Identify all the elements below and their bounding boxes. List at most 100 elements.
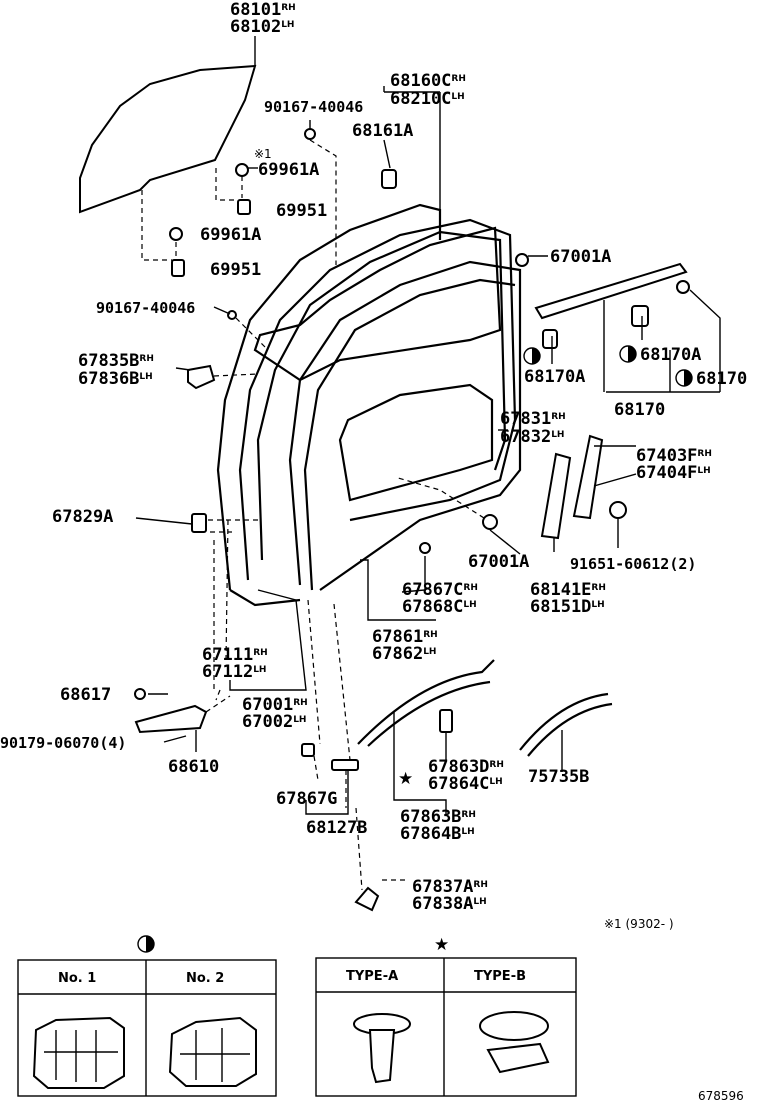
label-90167-top: 90167-40046 [264,98,363,116]
door-panel-inner [238,218,517,581]
star-symbol: ★ [398,769,413,789]
suffix-67863B: RH [461,810,475,820]
svg-text:67835BRH: 67835BRH [78,351,154,371]
table-col-no2: No. 2 [186,971,224,986]
svg-text:67863DRH: 67863DRH [428,757,504,777]
label-67001: 67001 [242,695,293,715]
suffix-67403F: RH [697,449,711,459]
suffix-68210C: LH [451,92,464,102]
rail-bracket-2 [542,329,558,349]
svg-text:67832LH: 67832LH [500,427,564,447]
label-90167-mid: 90167-40046 [96,299,195,317]
label-67863B: 67863B [400,807,461,827]
svg-text:68160CRH: 68160CRH [390,71,466,91]
suffix-67831: RH [551,412,565,422]
clip-69961-1 [235,163,249,177]
type-a-clip-stem [368,1029,396,1084]
svg-text:67111RH: 67111RH [202,645,268,665]
type-b-clip-head [479,1011,549,1041]
half-circle-fill-3 [684,370,692,386]
suffix-68101: RH [281,3,295,13]
label-69951-2: 69951 [210,260,261,280]
suffix-67868C: LH [463,600,476,610]
clip-no2-illustration [168,1016,257,1087]
label-67837A: 67837A [412,877,473,897]
label-68101: 68101 [230,0,281,20]
type-b-clip-base [486,1042,550,1074]
suffix-67832: LH [551,430,564,440]
roof-rail [534,262,688,320]
ref-note-1: ※1 [254,147,272,161]
label-67832: 67832 [500,427,551,447]
clip-68127B [331,759,359,771]
door-glass [79,64,257,214]
svg-text:67838ALH: 67838ALH [412,894,487,914]
label-68127B: 68127B [306,818,367,838]
suffix-67002: LH [293,715,306,725]
svg-text:67837ARH: 67837ARH [412,877,488,897]
suffix-67862: LH [423,647,436,657]
part-labels: 68101RH 68102LH 68160CRH 68210CLH 90167-… [0,0,747,931]
label-68170-r: 68170 [696,369,747,389]
stopper-67001A-1 [515,253,529,267]
suffix-68141E: RH [591,583,605,593]
label-68161A: 68161A [352,121,413,141]
svg-text:67863BRH: 67863BRH [400,807,476,827]
label-69951-1: 69951 [276,201,327,221]
label-68170: 68170 [614,400,665,420]
label-67111: 67111 [202,645,253,665]
label-67835B: 67835B [78,351,139,371]
clip-67835 [187,364,216,390]
svg-text:67001RH: 67001RH [242,695,308,715]
clip-no1-illustration [32,1016,125,1089]
pillar-garnish-b [572,434,604,520]
label-68151D: 68151D [530,597,591,617]
label-67836B: 67836B [78,369,139,389]
label-67868C: 67868C [402,597,463,617]
label-67001A-1: 67001A [550,247,611,267]
leader-lines [135,36,721,891]
clip-69951-1 [237,199,251,215]
label-67404F: 67404F [636,463,697,483]
suffix-67863D: RH [489,760,503,770]
label-68210C: 68210C [390,89,451,109]
svg-text:68141ERH: 68141ERH [530,580,606,600]
svg-text:68101RH: 68101RH [230,0,296,20]
window-frame [253,226,502,382]
suffix-68151D: LH [591,600,604,610]
label-67864B: 67864B [400,824,461,844]
lower-moulding [357,659,495,747]
label-67112: 67112 [202,662,253,682]
suffix-67861: RH [423,630,437,640]
svg-text:67002LH: 67002LH [242,712,306,732]
bolt-90167-1 [304,128,316,140]
svg-text:67864CLH: 67864CLH [428,774,503,794]
label-68610: 68610 [168,757,219,777]
label-68170A-2: 68170A [640,345,701,365]
label-68141E: 68141E [530,580,591,600]
suffix-68160C: RH [451,74,465,84]
table-col-type-a: TYPE-A [346,969,398,984]
svg-text:67112LH: 67112LH [202,662,266,682]
table-col-no1: No. 1 [58,971,96,986]
star-icon: ★ [434,935,449,955]
suffix-67836B: LH [139,372,152,382]
svg-text:68210CLH: 68210CLH [390,89,465,109]
suffix-67837A: RH [473,880,487,890]
label-67403F: 67403F [636,446,697,466]
clip-69961-2 [169,227,183,241]
suffix-67864B: LH [461,827,474,837]
clip-68161 [381,169,397,189]
label-67861: 67861 [372,627,423,647]
label-67829A: 67829A [52,507,113,527]
svg-text:67862LH: 67862LH [372,644,436,664]
svg-text:67831RH: 67831RH [500,409,566,429]
suffix-68102: LH [281,20,294,30]
svg-text:67836BLH: 67836BLH [78,369,153,389]
label-67001A-2: 67001A [468,552,529,572]
door-hinge [134,704,208,734]
half-circle-fill [532,348,540,364]
label-69961A-1: 69961A [258,160,319,180]
clip-67867G [301,743,315,757]
label-67867G: 67867G [276,789,337,809]
